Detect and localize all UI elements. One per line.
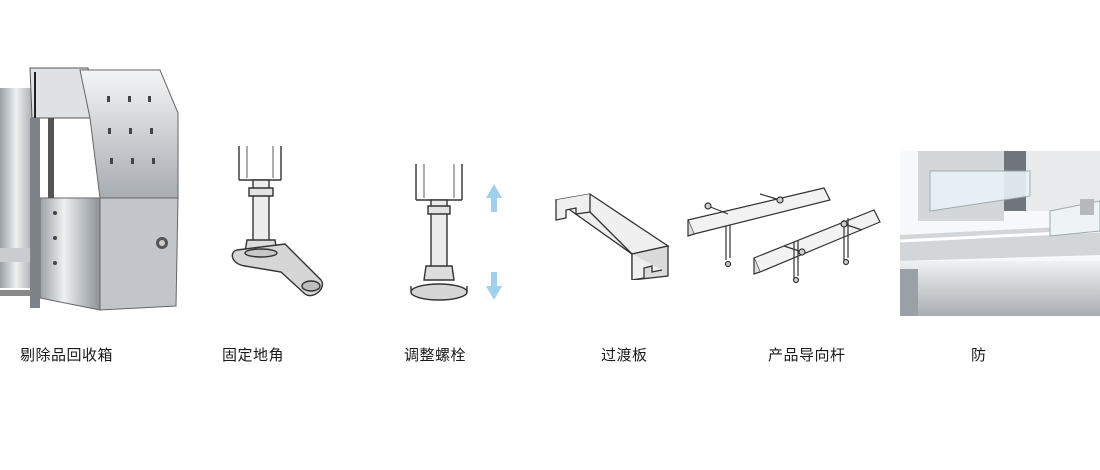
fixed-foot-image	[231, 146, 324, 297]
caption-transition-plate: 过渡板	[601, 346, 648, 364]
up-arrow-icon	[486, 184, 502, 212]
guard-image	[900, 151, 1100, 316]
caption-guard: 防	[971, 346, 987, 364]
caption-guide-rod: 产品导向杆	[768, 346, 846, 364]
caption-adjust-bolt: 调整螺栓	[404, 346, 467, 364]
caption-reject-bin: 剔除品回收箱	[20, 346, 114, 364]
guide-rod-image	[687, 187, 881, 284]
caption-fixed-foot: 固定地角	[222, 346, 285, 364]
reject-bin-image	[0, 67, 179, 311]
adjust-bolt-image	[410, 164, 502, 301]
transition-plate-image	[554, 193, 670, 280]
down-arrow-icon	[486, 272, 502, 300]
